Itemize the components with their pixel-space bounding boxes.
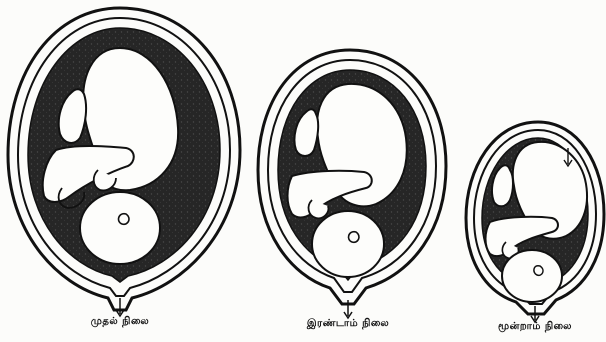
fetus-head-3: [502, 250, 562, 302]
stage-1-figure: [8, 8, 240, 316]
fetus-head-2: [312, 211, 384, 277]
fetus-head-1: [80, 192, 160, 264]
stage-1-caption: முதல் நிலை: [91, 316, 149, 328]
stage-2-figure: [258, 50, 446, 318]
stage-2-caption: இரண்டாம் நிலை: [307, 318, 389, 330]
stage-3-caption: மூன்றாம் நிலை: [498, 321, 572, 333]
stage-3-figure: [466, 122, 604, 322]
